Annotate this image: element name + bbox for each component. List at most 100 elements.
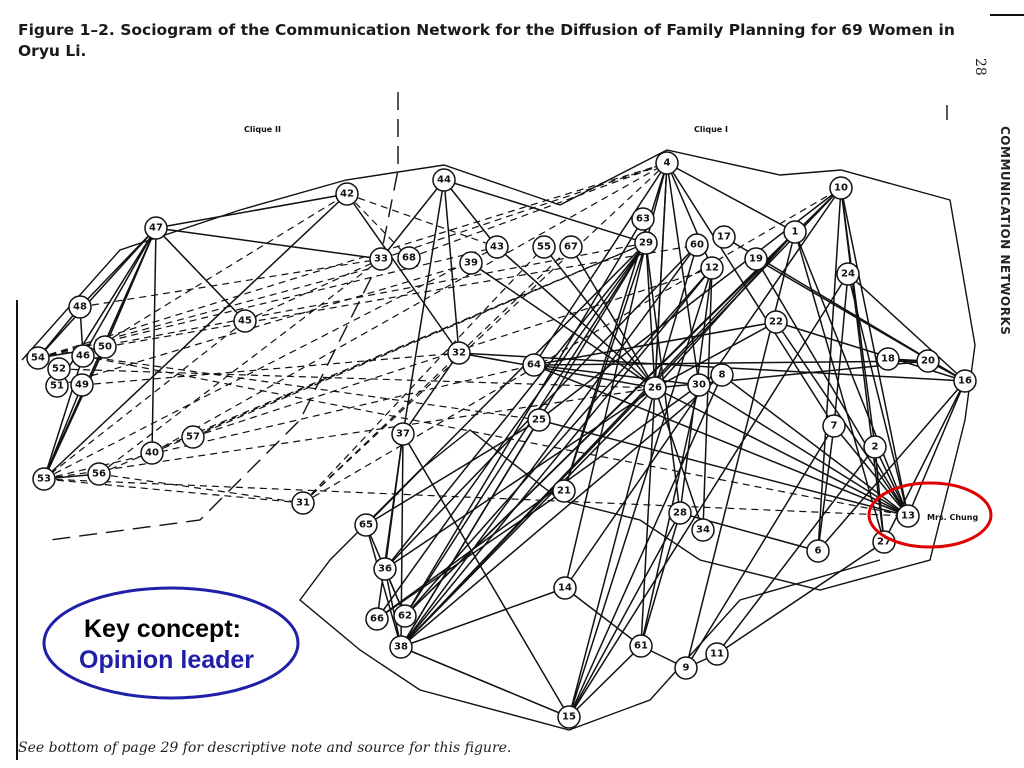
node-43: 43 [485, 235, 509, 259]
node-28: 28 [668, 501, 692, 525]
node-label: 38 [394, 642, 408, 653]
link-47-40 [151, 227, 157, 454]
link-25-38 [400, 419, 540, 648]
node-8: 8 [710, 363, 734, 387]
link-21-66 [376, 490, 565, 620]
node-label: 4 [664, 158, 671, 169]
node-32: 32 [447, 341, 471, 365]
link-12-38 [400, 267, 713, 648]
node-label: 39 [464, 258, 478, 269]
node-circle [68, 295, 92, 319]
link-64-30 [533, 364, 700, 386]
link-43-26 [496, 246, 656, 389]
link-4-7 [666, 162, 835, 427]
clique-ii-label: Clique II [244, 125, 281, 134]
node-circle [783, 220, 807, 244]
node-label: 63 [636, 214, 650, 225]
node-label: 50 [98, 342, 112, 353]
node-circle [668, 501, 692, 525]
link-47-46 [82, 227, 157, 357]
link-61-15 [568, 645, 642, 718]
link-1-27 [794, 231, 885, 543]
link-14-61 [564, 587, 642, 647]
node-circle [553, 576, 577, 600]
node-label: 61 [634, 641, 648, 652]
node-label: 22 [769, 317, 783, 328]
node-46: 46 [71, 344, 95, 368]
node-label: 18 [881, 354, 895, 365]
node-7: 7 [822, 414, 846, 438]
link-44-43 [443, 179, 498, 248]
node-circle [181, 425, 205, 449]
node-16: 16 [953, 369, 977, 393]
link-32-26 [458, 352, 656, 389]
node-circle [373, 557, 397, 581]
link-30-66 [376, 384, 700, 620]
node-44: 44 [432, 168, 456, 192]
node-label: 16 [958, 376, 972, 387]
dashed-link-42-43 [346, 193, 498, 248]
link-44-33 [380, 179, 445, 260]
node-label: 24 [841, 269, 855, 280]
node-circle [93, 335, 117, 359]
node-62: 62 [393, 604, 417, 628]
node-circle [140, 441, 164, 465]
link-29-36 [384, 242, 647, 570]
node-60: 60 [685, 233, 709, 257]
link-29-14 [564, 242, 647, 589]
node-circle [655, 151, 679, 175]
node-label: 44 [437, 175, 451, 186]
node-34: 34 [691, 518, 715, 542]
node-circle [335, 182, 359, 206]
link-24-13 [847, 273, 909, 517]
node-12: 12 [700, 256, 724, 280]
node-label: 51 [50, 381, 64, 392]
link-37-36 [384, 433, 404, 570]
node-53: 53 [32, 467, 56, 491]
dashed-link-33-4 [380, 162, 668, 260]
node-label: 45 [238, 316, 252, 327]
link-37-15 [402, 433, 570, 718]
node-13: 13 [896, 504, 920, 528]
dashed-link-57-12 [192, 267, 713, 438]
node-26: 26 [643, 376, 667, 400]
dashed-link-52-26 [58, 368, 656, 389]
node-20: 20 [916, 349, 940, 373]
node-54: 54 [26, 346, 50, 370]
node-48: 48 [68, 295, 92, 319]
link-12-34 [702, 267, 713, 531]
node-label: 17 [717, 232, 731, 243]
dashed-link-40-29 [151, 242, 647, 454]
node-label: 13 [901, 511, 915, 522]
link-67-26 [570, 246, 656, 389]
node-39: 39 [459, 251, 483, 275]
dashed-link-54-4 [37, 162, 668, 359]
link-16-6 [817, 380, 966, 552]
highlight-ellipse [867, 481, 993, 549]
node-37: 37 [391, 422, 415, 446]
dashed-link-48-33 [79, 258, 382, 308]
link-26-36 [384, 387, 656, 570]
long-dashed-divider [49, 92, 399, 541]
callout-term: Opinion leader [79, 646, 255, 674]
link-8-15 [568, 374, 723, 718]
dashed-link-53-26 [43, 387, 656, 480]
dashed-link-53-13 [43, 478, 909, 517]
dashed-link-56-33 [98, 258, 382, 475]
link-1-38 [400, 231, 796, 648]
node-6: 6 [806, 539, 830, 563]
node-label: 47 [149, 223, 163, 234]
clique-i-label: Clique I [694, 125, 728, 134]
node-label: 10 [834, 183, 848, 194]
node-circle [896, 504, 920, 528]
link-49-53 [43, 384, 83, 480]
node-4: 4 [655, 151, 679, 175]
node-label: 6 [815, 546, 822, 557]
link-4-61 [640, 162, 668, 647]
node-label: 65 [359, 520, 373, 531]
node-22: 22 [764, 310, 788, 334]
node-19: 19 [744, 247, 768, 271]
link-19-13 [755, 258, 909, 517]
link-7-13 [833, 425, 909, 517]
node-61: 61 [629, 634, 653, 658]
